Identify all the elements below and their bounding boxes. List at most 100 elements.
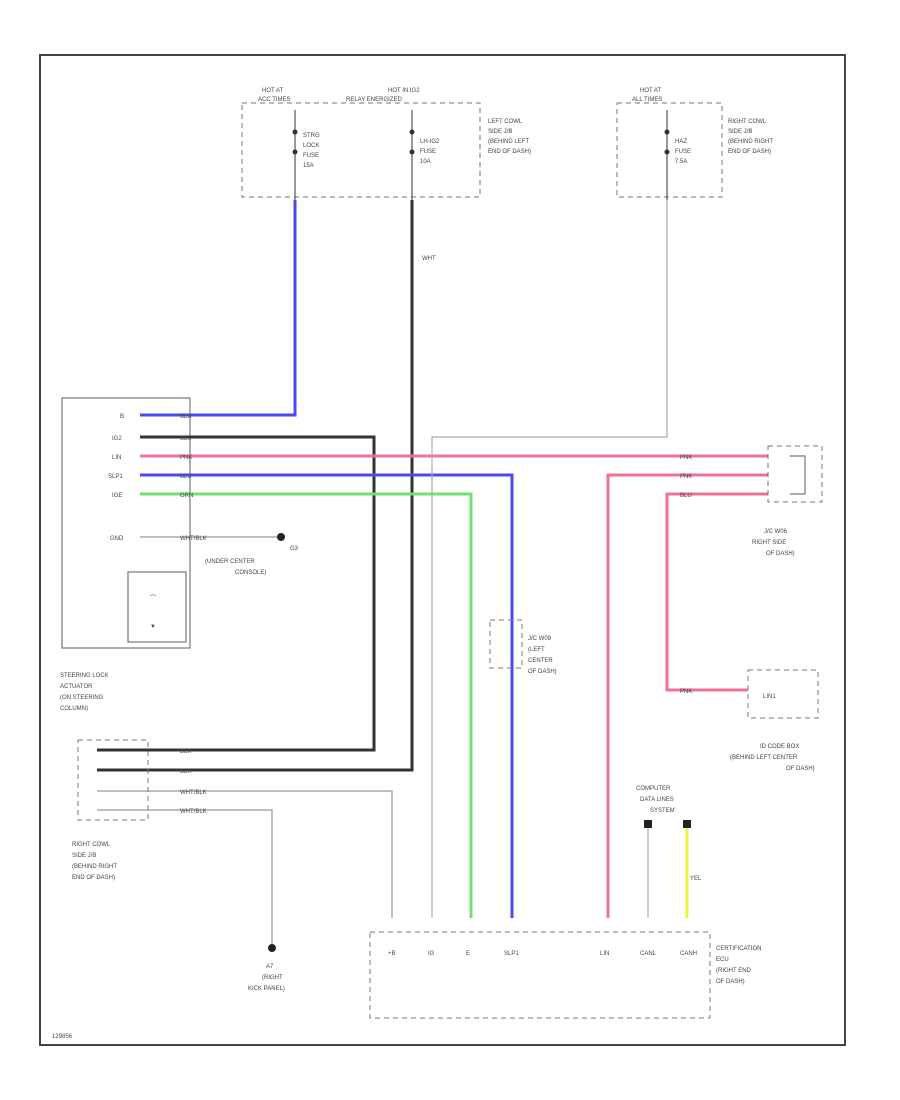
right-jb-bottom-box [77,739,149,821]
right-jb-loc-1: SIDE J/B [728,129,752,135]
wire-label-whtblk-1: WHT/BLK [180,790,207,796]
ground-g3-dot [277,533,285,541]
wire-blk-ig2 [97,435,376,752]
jc-right-bus [790,455,806,495]
ecu-pin-canh: CANH [680,951,697,957]
jc-right-1: RIGHT SIDE [752,540,786,546]
wire-label-grn: GRN [180,493,193,499]
right-jb-loc-2: (BEHIND RIGHT [728,139,773,145]
ecu-pin-lin: LIN [600,951,609,957]
wire-label-blk-1: BLK [180,436,191,442]
jc-right-2: OF DASH) [766,551,795,557]
fuse-strg-dot-a [292,129,298,135]
ground-g3-id: G3 [290,546,299,552]
hot-label-1: HOT AT [262,88,283,94]
id-code-0: ID CODE BOX [760,744,799,750]
steering-lock-actuator [61,397,191,649]
hot-label-2b: RELAY ENERGIZED [346,97,402,103]
wire-label-whtblk-2: WHT/BLK [180,809,207,815]
figure-id: 129856 [52,1034,73,1040]
left-jb-loc-3: END OF DASH) [488,149,531,155]
fuse-strg-0: STRG [303,133,320,139]
left-jb-loc-1: SIDE J/B [488,129,512,135]
wire-pnk-ecu [606,473,768,918]
fuse-lhig2-dot-a [409,129,415,135]
fuse-lhig2-dot-b [409,149,415,155]
right-fuse-block [616,102,723,198]
actuator-label-2: (ON STEERING [60,695,104,701]
computer-data-0: COMPUTER [636,786,671,792]
wire-label-whtblk-gnd: WHT/BLK [180,536,207,542]
fuse-haz-dot-a [664,129,670,135]
actuator-symbol-a: ⌒ [150,595,156,602]
actuator-symbol-b: ▼ [150,624,156,630]
computer-data-1: DATA LINES [640,797,674,803]
actuator-inner-box [127,571,187,643]
actuator-pin-b: B [120,414,124,420]
fuse-strg-2: FUSE [303,153,319,159]
ground-g3-text-0: (UNDER CENTER [205,559,255,565]
fuse-strg-3: 15A [303,163,314,169]
ecu-pin-slp1: SLP1 [504,951,519,957]
actuator-label-3: COLUMN) [60,706,88,712]
wire-whtblk-ecu [97,790,393,918]
data-connector-a [644,820,652,828]
fuse-strg-dot-b [292,149,298,155]
wire-label-blk-3: BLK [180,769,191,775]
wire-label-pnk-1: PNK [180,455,192,461]
id-code-box [747,669,819,719]
id-code-pin: LIN1 [763,694,776,700]
jc-right-box [767,445,823,503]
right-hot-label: HOT AT [640,88,661,94]
right-jb-bottom-0: RIGHT COWL [72,842,111,848]
fuse-lhig2-0: LH-IG2 [420,139,440,145]
right-jb-loc-3: END OF DASH) [728,149,771,155]
actuator-pin-ige: IGE [112,493,122,499]
actuator-pin-lin: LIN [112,455,121,461]
id-code-2: OF DASH) [786,766,815,772]
right-jb-loc-0: RIGHT COWL [728,119,767,125]
ecu-pins: +B IG E SLP1 LIN CANL CANH [388,951,697,957]
ecu-label-3: OF DASH) [716,979,745,985]
ground-g3-text-1: CONSOLE) [235,570,266,576]
jc-left-3: OF DASH) [528,669,557,675]
wire-label-blu-3: BLU [680,493,692,499]
actuator-label-0: STEERING LOCK [60,673,109,679]
ecu-pin-b: +B [388,951,396,957]
wire-label-yel: YEL [690,876,702,882]
left-fuse-block [241,102,481,198]
wire-label-wht: WHT [422,256,436,262]
hot-label-1b: ACC TIMES [258,97,291,103]
actuator-pin-ig2: IG2 [112,436,122,442]
fuse-haz-1: FUSE [675,149,691,155]
ecu-pin-ig: IG [428,951,435,957]
ecu-label-0: CERTIFICATION [716,946,761,952]
wire-label-pnk-3: PNK [680,474,692,480]
right-jb-bottom-1: SIDE J/B [72,853,96,859]
id-code-1: (BEHIND LEFT CENTER [730,755,798,761]
right-jb-bottom-2: (BEHIND RIGHT [72,864,117,870]
wire-label-blk-2: BLK [180,749,191,755]
wire-whtblk-a7 [97,809,273,945]
jc-left-1: (LEFT [528,647,545,653]
wire-blu-slp1 [140,473,514,918]
wire-label-pnk-2: PNK [680,455,692,461]
wire-label-blu-1: BLU [180,414,192,420]
ground-a7-id: A7 [266,964,274,970]
wire-blk-ig2-main [97,200,414,772]
fuse-lhig2-1: FUSE [420,149,436,155]
ground-a7-text-0: (RIGHT [262,975,283,981]
actuator-pin-slp1: SLP1 [108,474,123,480]
jc-left-0: J/C W09 [528,636,552,642]
actuator-pins: B IG2 LIN SLP1 IGE GND [108,414,124,542]
wire-label-pnk-4: PNK [680,689,692,695]
certification-ecu [369,931,711,1019]
left-jb-loc-2: (BEHIND LEFT [488,139,529,145]
jc-left-box [489,619,523,669]
wire-blu-b [140,200,297,417]
ecu-label-2: (RIGHT END [716,968,752,974]
jc-left-2: CENTER [528,658,553,664]
actuator-label-1: ACTUATOR [60,684,93,690]
diagram-frame [39,54,846,1046]
